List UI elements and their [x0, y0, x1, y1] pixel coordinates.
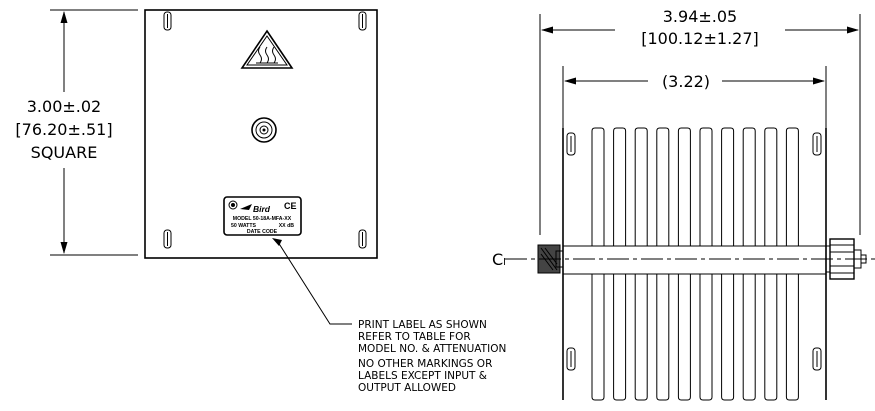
- label-atten-line: XX dB: [279, 223, 295, 229]
- callout-line-6: OUTPUT ALLOWED: [358, 382, 456, 394]
- height-dim-metric: [76.20±.51]: [15, 120, 112, 139]
- callout-line-1: PRINT LABEL AS SHOWN: [358, 319, 487, 331]
- label-power-line: 50 WATTS: [231, 223, 257, 229]
- label-callout: PRINT LABEL AS SHOWN REFER TO TABLE FOR …: [272, 238, 506, 394]
- heatsink-fin-upper: [656, 127, 670, 246]
- hot-surface-warning-icon: [240, 29, 294, 69]
- side-mounting-slots: [566, 132, 822, 371]
- heatsink-fin-upper: [742, 127, 756, 246]
- label-date-line: DATE CODE: [247, 229, 278, 235]
- heatsink-fin-lower: [613, 274, 627, 401]
- heatsink-fin-lower: [742, 274, 756, 401]
- overall-dim-metric: [100.12±1.27]: [641, 29, 759, 48]
- heatsink-fin-lower: [591, 274, 605, 401]
- heatsink-fin-upper: [721, 127, 735, 246]
- callout-line-3: MODEL NO. & ATTENUATION: [358, 343, 506, 355]
- heatsink-body: [562, 127, 827, 401]
- heatsink-fin-lower: [785, 274, 799, 401]
- heatsink-fins: [591, 127, 799, 401]
- fin-width-dimension: (3.22): [562, 66, 827, 128]
- heatsink-fin-upper: [591, 127, 605, 246]
- callout-line-2: REFER TO TABLE FOR: [358, 331, 471, 343]
- bird-logo-icon: [240, 204, 252, 210]
- height-dim-text: 3.00±.02: [27, 97, 101, 116]
- heatsink-fin-upper: [764, 127, 778, 246]
- front-view: Bird CE MODEL 50-18A-MFA-XX 50 WATTS XX …: [15, 9, 506, 394]
- heatsink-fin-lower: [677, 274, 691, 401]
- heatsink-fin-upper: [677, 127, 691, 246]
- height-dim-note: SQUARE: [31, 143, 98, 162]
- callout-line-5: LABELS EXCEPT INPUT &: [358, 370, 487, 382]
- heatsink-fin-lower: [721, 274, 735, 401]
- mounting-slots: [163, 11, 367, 249]
- heatsink-fin-upper: [634, 127, 648, 246]
- label-plate: Bird CE MODEL 50-18A-MFA-XX 50 WATTS XX …: [223, 196, 302, 236]
- label-model-line: MODEL 50-18A-MFA-XX: [233, 216, 292, 222]
- bird-logo-text: Bird: [253, 204, 271, 214]
- height-dimension: 3.00±.02 [76.20±.51] SQUARE: [15, 9, 138, 256]
- heatsink-fin-upper: [613, 127, 627, 246]
- overall-width-dimension: 3.94±.05 [100.12±1.27]: [539, 7, 861, 235]
- fin-dim-text: (3.22): [662, 72, 710, 91]
- side-view: 3.94±.05 [100.12±1.27] (3.22): [492, 7, 875, 401]
- heatsink-fin-lower: [764, 274, 778, 401]
- housing-outline: [144, 9, 378, 259]
- rf-connector-icon: [251, 117, 277, 143]
- heatsink-fin-upper: [785, 127, 799, 246]
- heatsink-fin-lower: [656, 274, 670, 401]
- heatsink-fin-upper: [699, 127, 713, 246]
- heatsink-fin-lower: [634, 274, 648, 401]
- callout-line-4: NO OTHER MARKINGS OR: [358, 358, 492, 370]
- centerline: Cₗ: [492, 250, 875, 269]
- overall-dim-text: 3.94±.05: [663, 7, 737, 26]
- heatsink-fin-lower: [699, 274, 713, 401]
- ul-mark-icon: [228, 200, 238, 210]
- centerline-symbol: Cₗ: [492, 250, 506, 269]
- ce-mark-icon: CE: [284, 201, 297, 211]
